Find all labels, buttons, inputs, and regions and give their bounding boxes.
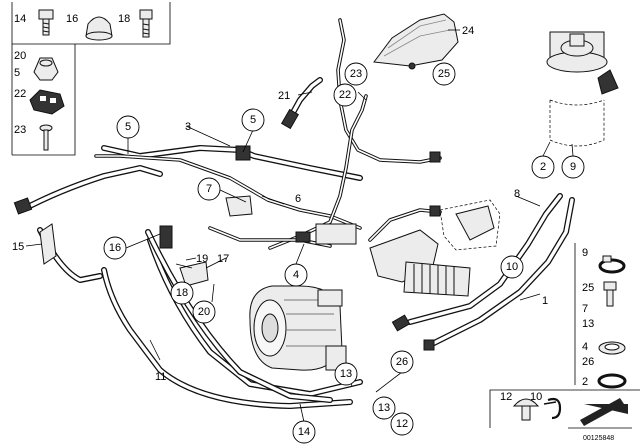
svg-text:4: 4 xyxy=(293,269,299,281)
push-clip-icon xyxy=(512,398,540,421)
arrow-icon xyxy=(568,398,632,429)
label-17: 17 xyxy=(217,253,229,265)
callout-25: 25 xyxy=(432,62,456,86)
screw-small-icon xyxy=(39,124,53,151)
legend-label-13: 13 xyxy=(582,318,594,330)
callout-10: 10 xyxy=(500,255,524,279)
callout-2: 2 xyxy=(531,155,555,179)
legend-right: 9 25 7 13 4 26 2 xyxy=(574,243,627,389)
svg-text:25: 25 xyxy=(438,68,450,80)
svg-text:5: 5 xyxy=(125,121,131,133)
steering-gear xyxy=(369,199,501,297)
svg-text:13: 13 xyxy=(340,368,352,380)
callout-5a: 5 xyxy=(116,115,140,139)
callout-22: 22 xyxy=(333,83,357,107)
callout-20: 20 xyxy=(192,300,216,324)
legend-label-18: 18 xyxy=(118,13,130,25)
clamp-ring-icon xyxy=(597,373,627,389)
callout-9: 9 xyxy=(561,155,585,179)
clip-label-12: 12 xyxy=(500,391,512,403)
legend-label-4: 4 xyxy=(582,341,588,353)
legend-label-26: 26 xyxy=(582,356,594,368)
svg-text:20: 20 xyxy=(198,306,210,318)
legend-label-20: 20 xyxy=(14,50,26,62)
legend-label-23: 23 xyxy=(14,124,26,136)
callout-13a: 13 xyxy=(334,362,358,386)
bottom-clip-box: 12 10 00125848 xyxy=(489,389,640,442)
label-19: 19 xyxy=(196,253,208,265)
spring-clip-icon xyxy=(543,397,562,420)
footer-id: 00125848 xyxy=(583,435,614,442)
hose-lines xyxy=(19,77,575,409)
power-steering-pump xyxy=(249,285,347,371)
callout-12: 12 xyxy=(390,412,414,436)
heat-shield xyxy=(373,13,459,70)
label-6: 6 xyxy=(295,193,301,205)
legend-label-14: 14 xyxy=(14,13,26,25)
brackets xyxy=(39,195,253,287)
svg-text:18: 18 xyxy=(176,287,188,299)
label-1: 1 xyxy=(542,295,548,307)
callouts: 5 5 7 16 18 20 4 2 9 10 23 22 25 13 13 1… xyxy=(103,62,585,444)
svg-text:5: 5 xyxy=(250,114,256,126)
callout-4: 4 xyxy=(284,263,308,287)
label-21: 21 xyxy=(278,90,290,102)
callout-18: 18 xyxy=(170,281,194,305)
legend-label-16: 16 xyxy=(66,13,78,25)
clip-label-10: 10 xyxy=(530,391,542,403)
svg-text:9: 9 xyxy=(570,161,576,173)
svg-text:23: 23 xyxy=(350,68,362,80)
bracket-clip-icon xyxy=(29,89,65,115)
svg-text:14: 14 xyxy=(298,426,310,438)
label-24: 24 xyxy=(462,25,474,37)
label-15: 15 xyxy=(12,241,24,253)
legend-label-25: 25 xyxy=(582,282,594,294)
fittings xyxy=(13,108,441,351)
legend-label-7: 7 xyxy=(582,303,588,315)
svg-text:13: 13 xyxy=(378,402,390,414)
callout-16: 16 xyxy=(103,236,127,260)
svg-text:7: 7 xyxy=(206,183,212,195)
svg-text:16: 16 xyxy=(109,242,121,254)
cap-nut-icon xyxy=(85,16,113,41)
hex-nut-icon xyxy=(33,57,59,81)
plain-labels: 3 6 21 24 8 1 15 11 19 17 xyxy=(12,25,548,383)
svg-text:12: 12 xyxy=(396,418,408,430)
callout-23: 23 xyxy=(344,62,368,86)
bolt-icon xyxy=(38,9,54,36)
ring-icon xyxy=(598,341,626,355)
svg-text:10: 10 xyxy=(506,261,518,273)
svg-text:22: 22 xyxy=(339,89,351,101)
svg-text:2: 2 xyxy=(540,161,546,173)
callout-26: 26 xyxy=(390,350,414,374)
screw-right-icon xyxy=(603,281,617,307)
svg-text:26: 26 xyxy=(396,356,408,368)
legend-label-9: 9 xyxy=(582,247,588,259)
legend-label-22: 22 xyxy=(14,88,26,100)
callout-7: 7 xyxy=(197,177,221,201)
label-8: 8 xyxy=(514,188,520,200)
callout-5b: 5 xyxy=(241,108,265,132)
legend-left: 14 16 18 20 5 22 23 xyxy=(11,2,171,156)
hose-clamp-icon xyxy=(598,255,626,274)
legend-label-2: 2 xyxy=(582,376,588,388)
callout-14: 14 xyxy=(292,420,316,444)
legend-label-5: 5 xyxy=(14,67,20,79)
callout-13b: 13 xyxy=(372,396,396,420)
label-3: 3 xyxy=(185,121,191,133)
screw-icon xyxy=(139,9,153,38)
label-11: 11 xyxy=(155,371,166,383)
fluid-reservoir xyxy=(546,31,619,147)
